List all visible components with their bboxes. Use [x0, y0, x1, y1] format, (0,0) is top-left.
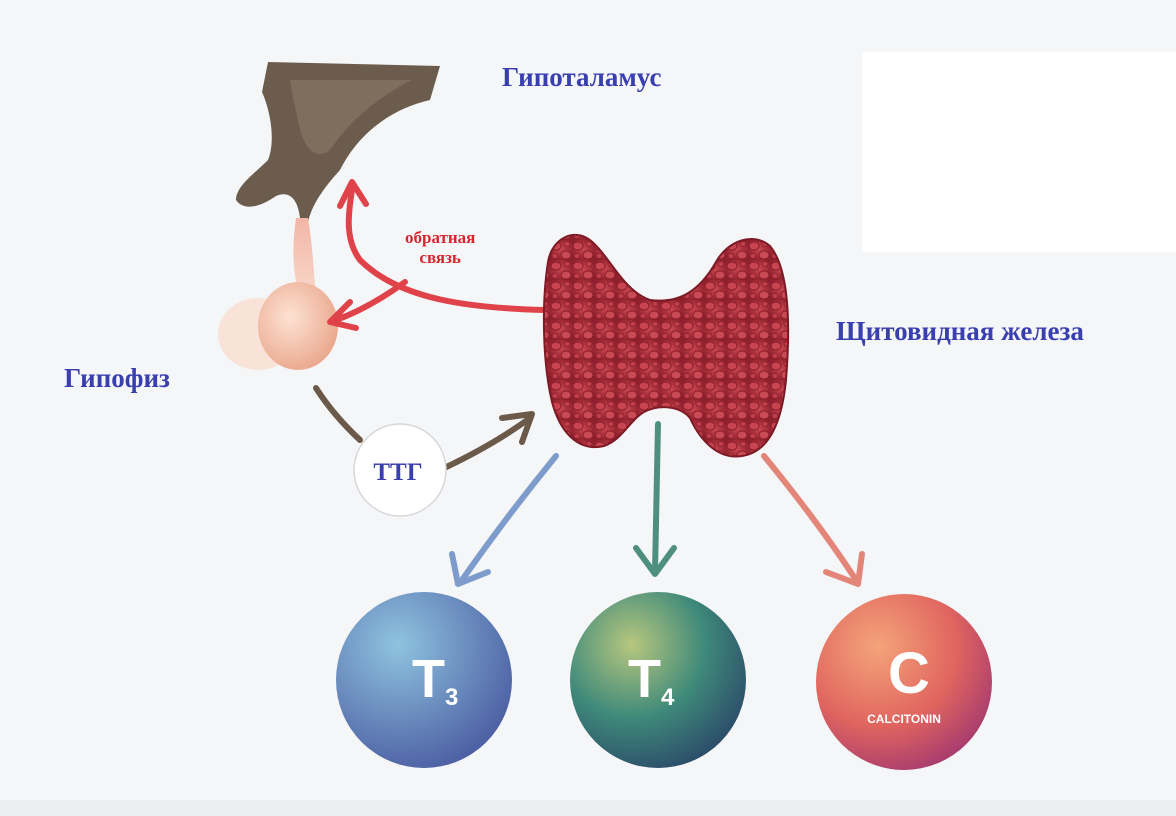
- floor-strip: [0, 800, 1176, 816]
- background-patch: [862, 52, 1176, 252]
- t4-subscript: 4: [661, 684, 674, 711]
- calcitonin-arrow: [764, 456, 862, 584]
- feedback-label-line2: связь: [405, 248, 475, 268]
- t4-label: T4: [628, 648, 674, 710]
- pituitary-illustration: [218, 282, 338, 370]
- thyroid-gland: [544, 235, 788, 457]
- t3-arrow: [452, 456, 556, 584]
- hypothalamus-illustration: [236, 62, 440, 222]
- thyroid-label: Щитовидная железа: [836, 316, 1084, 347]
- tsh-label: ТТГ: [352, 436, 444, 510]
- feedback-label: обратная связь: [405, 228, 475, 268]
- t4-letter: T: [628, 649, 661, 709]
- t3-letter: T: [412, 649, 445, 709]
- t3-subscript: 3: [445, 684, 458, 711]
- pituitary-label: Гипофиз: [64, 363, 170, 394]
- calcitonin-letter: C: [888, 640, 930, 707]
- t3-label: T3: [412, 648, 458, 710]
- feedback-label-line1: обратная: [405, 228, 475, 248]
- t4-arrow: [636, 424, 674, 574]
- calcitonin-caption: CALCITONIN: [828, 712, 980, 726]
- hypothalamus-label: Гипоталамус: [502, 62, 661, 93]
